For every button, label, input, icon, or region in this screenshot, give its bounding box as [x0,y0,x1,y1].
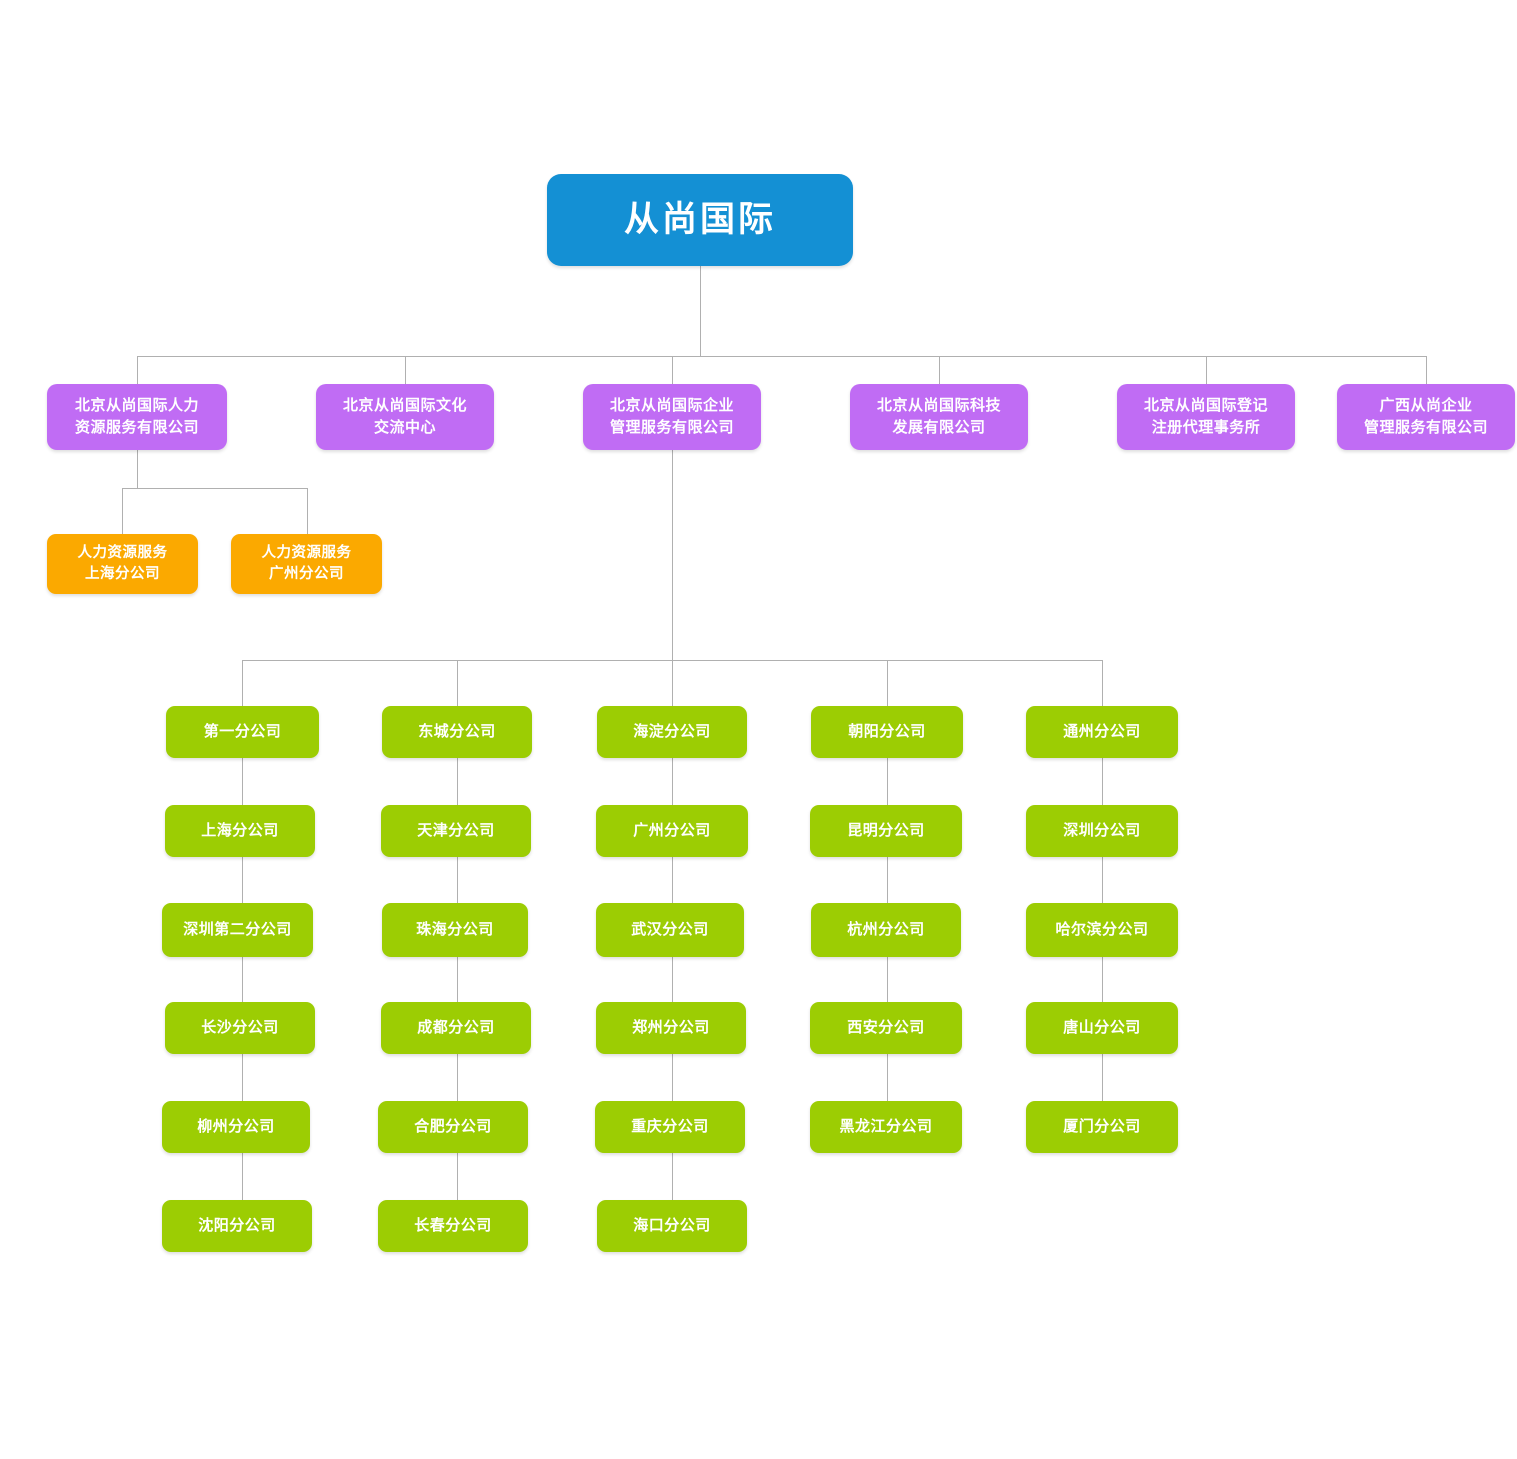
branch-node-dongcheng[interactable]: 东城分公司 [382,706,532,758]
connector-green-col-1 [242,660,243,706]
branch-node-heilongjiang[interactable]: 黑龙江分公司 [810,1101,962,1153]
branch-node-tongzhou[interactable]: 通州分公司 [1026,706,1178,758]
connector-division-drop-2 [405,356,406,384]
connector-green-col-3 [672,660,673,706]
branch-node-chaoyang[interactable]: 朝阳分公司 [811,706,963,758]
connector-enterprise-stem [672,450,673,660]
branch-node-tianjin[interactable]: 天津分公司 [381,805,531,857]
connector-green-spine-2 [457,758,458,1200]
branch-node-shenzhen-second[interactable]: 深圳第二分公司 [162,903,313,957]
connector-hr-drop-1 [122,488,123,534]
branch-node-shanghai[interactable]: 上海分公司 [165,805,315,857]
branch-node-haerbin[interactable]: 哈尔滨分公司 [1026,903,1178,957]
branch-node-zhengzhou[interactable]: 郑州分公司 [596,1002,746,1054]
division-node-guangxi-enterprise-management[interactable]: 广西从尚企业 管理服务有限公司 [1337,384,1515,450]
division-node-registration-agency[interactable]: 北京从尚国际登记 注册代理事务所 [1117,384,1295,450]
division-node-culture-exchange[interactable]: 北京从尚国际文化 交流中心 [316,384,494,450]
branch-node-shenzhen[interactable]: 深圳分公司 [1026,805,1178,857]
branch-node-liuzhou[interactable]: 柳州分公司 [162,1101,310,1153]
connector-green-col-5 [1102,660,1103,706]
branch-node-hangzhou[interactable]: 杭州分公司 [811,903,961,957]
branch-node-chengdu[interactable]: 成都分公司 [381,1002,531,1054]
division-node-hr-service[interactable]: 北京从尚国际人力 资源服务有限公司 [47,384,227,450]
branch-node-shenyang[interactable]: 沈阳分公司 [162,1200,312,1252]
connector-hr-bus [122,488,308,489]
connector-division-drop-4 [939,356,940,384]
branch-node-hefei[interactable]: 合肥分公司 [378,1101,528,1153]
connector-root-stem [700,266,701,356]
division-node-enterprise-management[interactable]: 北京从尚国际企业 管理服务有限公司 [583,384,761,450]
connector-division-bus [137,356,1427,357]
branch-node-haidian[interactable]: 海淀分公司 [597,706,747,758]
branch-node-guangzhou[interactable]: 广州分公司 [596,805,748,857]
root-node-congshang-international[interactable]: 从尚国际 [547,174,853,266]
branch-node-xiamen[interactable]: 厦门分公司 [1026,1101,1178,1153]
branch-node-kunming[interactable]: 昆明分公司 [810,805,962,857]
branch-node-diyi[interactable]: 第一分公司 [166,706,319,758]
connector-green-spine-3 [672,758,673,1200]
division-node-technology-development[interactable]: 北京从尚国际科技 发展有限公司 [850,384,1028,450]
connector-division-drop-5 [1206,356,1207,384]
connector-division-drop-6 [1426,356,1427,384]
connector-hr-drop-2 [307,488,308,534]
branch-node-zhuhai[interactable]: 珠海分公司 [382,903,528,957]
branch-node-haikou[interactable]: 海口分公司 [597,1200,747,1252]
hr-branch-node-shanghai[interactable]: 人力资源服务 上海分公司 [47,534,198,594]
branch-node-chongqing[interactable]: 重庆分公司 [595,1101,745,1153]
connector-green-col-4 [887,660,888,706]
hr-branch-node-guangzhou[interactable]: 人力资源服务 广州分公司 [231,534,382,594]
branch-node-wuhan[interactable]: 武汉分公司 [596,903,744,957]
connector-division-drop-3 [672,356,673,384]
connector-green-spine-1 [242,758,243,1200]
connector-hr-stem [137,450,138,488]
branch-node-changsha[interactable]: 长沙分公司 [165,1002,315,1054]
branch-node-tangshan[interactable]: 唐山分公司 [1026,1002,1178,1054]
connector-green-col-2 [457,660,458,706]
branch-node-changchun[interactable]: 长春分公司 [378,1200,528,1252]
connector-division-drop-1 [137,356,138,384]
branch-node-xian[interactable]: 西安分公司 [810,1002,962,1054]
